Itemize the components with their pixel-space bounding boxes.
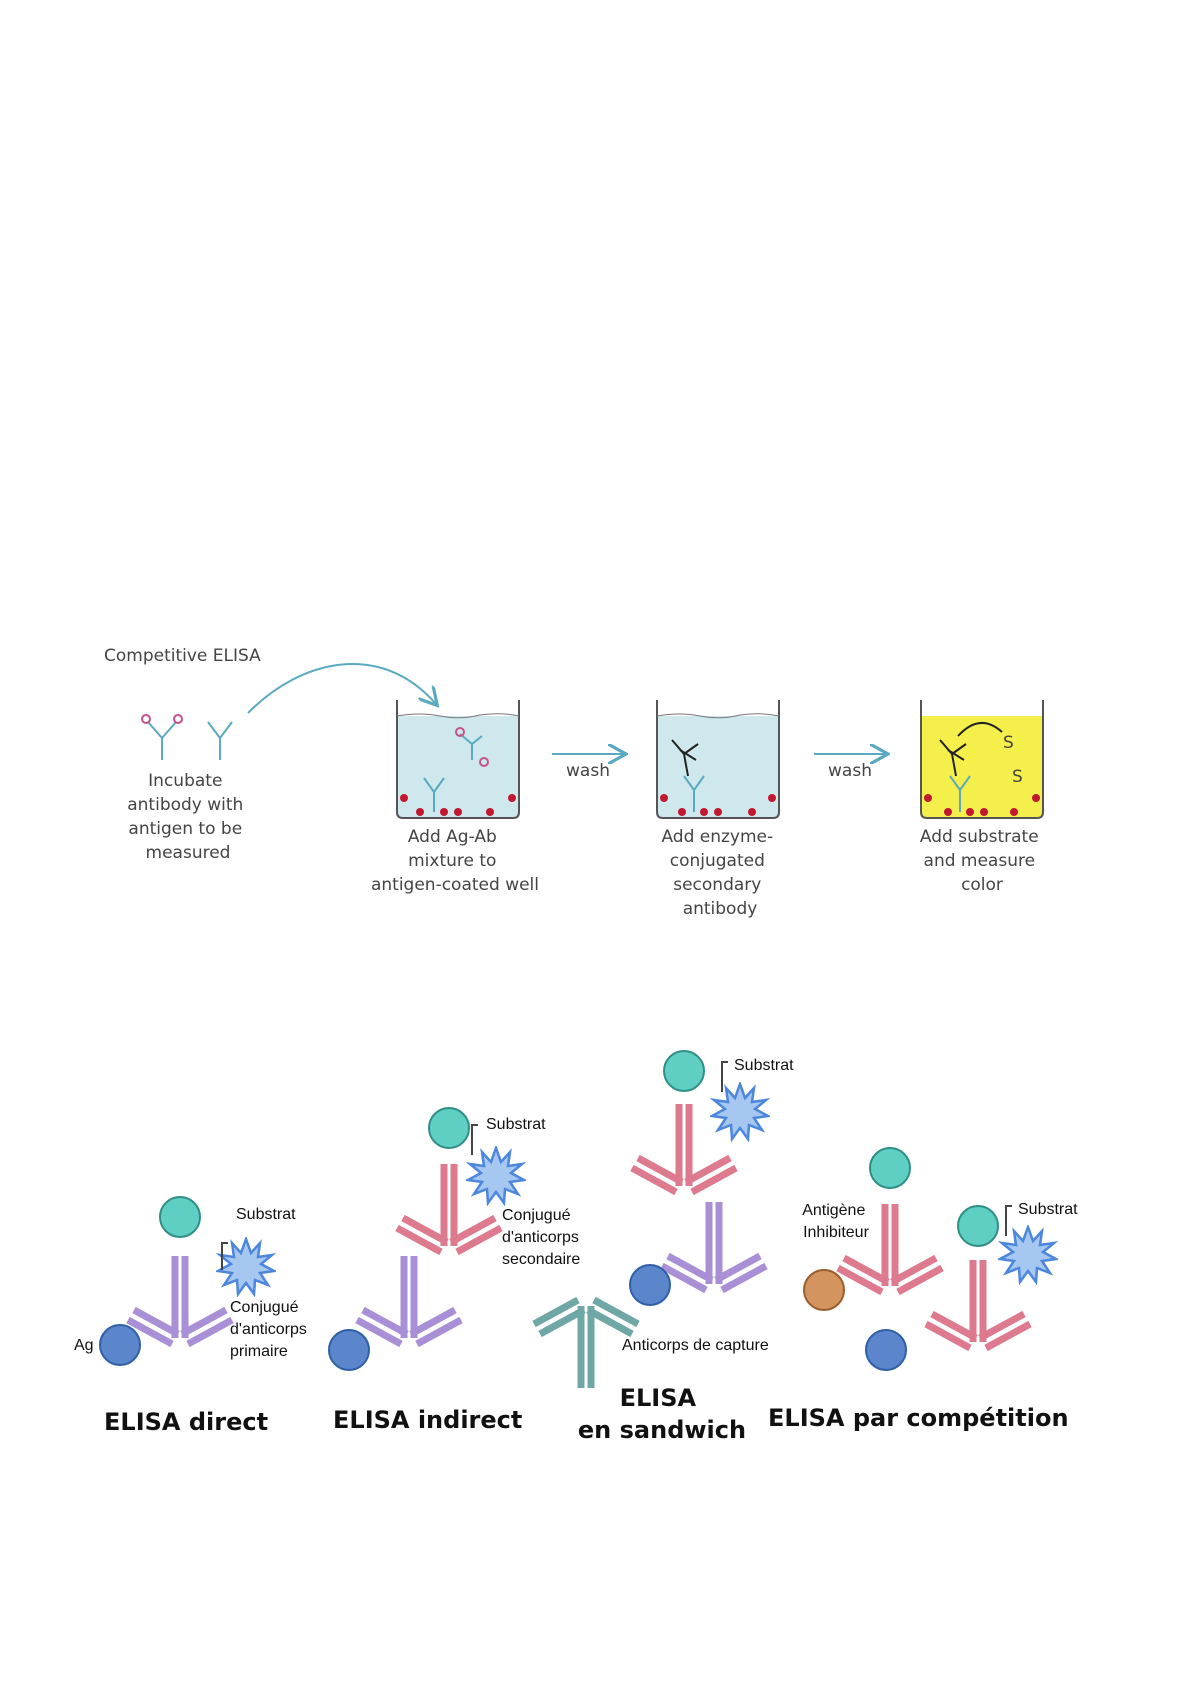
- elisa-sandwich-heading: ELISA en sandwich: [578, 1384, 746, 1444]
- primary-antibody: [357, 1256, 461, 1344]
- indirect-conjugate-label: Conjugué d'anticorps secondaire: [502, 1207, 583, 1268]
- enzyme-circle: [428, 1107, 470, 1149]
- curved-arrow: [247, 662, 436, 714]
- competitive-elisa-panel: Competitive ELISA Incubate antibody with…: [104, 646, 1044, 919]
- competition-substrat-label: Substrat: [1018, 1201, 1078, 1218]
- substrate-star-icon: [216, 1237, 276, 1296]
- elisa-sandwich-group: Substrat Anticorps de capture ELISA en s…: [534, 1050, 794, 1444]
- enzyme-circle: [159, 1196, 201, 1238]
- bracket-icon: [471, 1124, 478, 1155]
- substrate-symbol-1: S: [1003, 733, 1014, 753]
- well-2: [656, 700, 780, 819]
- primary-antibody: [128, 1256, 232, 1344]
- bracket-icon: [221, 1242, 228, 1270]
- step4-caption: Add substrate and measure color: [920, 827, 1044, 895]
- substrate-symbol-2: S: [1012, 767, 1023, 787]
- direct-substrat-label: Substrat: [236, 1206, 296, 1223]
- primary-antibody: [662, 1202, 766, 1290]
- direct-conjugate-label: Conjugué d'anticorps primaire: [230, 1299, 311, 1360]
- enzyme-circle: [957, 1205, 999, 1247]
- elisa-competition-heading: ELISA par compétition: [768, 1404, 1069, 1432]
- capture-antibody-label: Anticorps de capture: [622, 1337, 769, 1354]
- inhibitor-antigen-circle: [803, 1269, 845, 1311]
- sandwich-substrat-label: Substrat: [734, 1057, 794, 1074]
- substrate-star-icon: [998, 1225, 1058, 1284]
- free-antibody-with-antigen-icon: [141, 714, 183, 760]
- free-antibody-icon: [207, 721, 233, 760]
- inhibitor-label: Antigène Inhibiteur: [802, 1202, 870, 1241]
- antibody-right: [926, 1260, 1030, 1348]
- bracket-icon: [1005, 1205, 1012, 1236]
- substrate-star-icon: [710, 1082, 770, 1141]
- elisa-indirect-heading: ELISA indirect: [333, 1406, 522, 1434]
- enzyme-circle: [663, 1050, 705, 1092]
- step1-caption: Incubate antibody with antigen to be mea…: [127, 771, 249, 863]
- well-1: [396, 700, 520, 819]
- elisa-indirect-group: Substrat Conjugué d'anticorps secondaire…: [328, 1107, 583, 1434]
- antigen-circle: [99, 1324, 141, 1366]
- step3-caption: Add enzyme- conjugated secondary antibod…: [661, 827, 778, 919]
- indirect-substrat-label: Substrat: [486, 1116, 546, 1133]
- antigen-circle: [865, 1329, 907, 1371]
- enzyme-circle: [869, 1147, 911, 1189]
- competitive-elisa-title: Competitive ELISA: [104, 646, 261, 666]
- elisa-direct-group: Substrat Ag Conjugué d'anticorps primair…: [74, 1196, 311, 1436]
- antigen-circle: [629, 1264, 671, 1306]
- antigen-circle: [328, 1329, 370, 1371]
- elisa-direct-heading: ELISA direct: [104, 1408, 268, 1436]
- elisa-competition-group: Substrat Antigène Inhibiteur ELISA par c…: [768, 1147, 1078, 1432]
- substrate-star-icon: [466, 1146, 526, 1205]
- well-3: S S: [920, 700, 1044, 819]
- step2-caption: Add Ag-Ab mixture to antigen-coated well: [371, 827, 539, 895]
- wash-label-1: wash: [566, 761, 610, 781]
- wash-label-2: wash: [828, 761, 872, 781]
- bracket-icon: [721, 1061, 728, 1092]
- direct-ag-label: Ag: [74, 1337, 94, 1354]
